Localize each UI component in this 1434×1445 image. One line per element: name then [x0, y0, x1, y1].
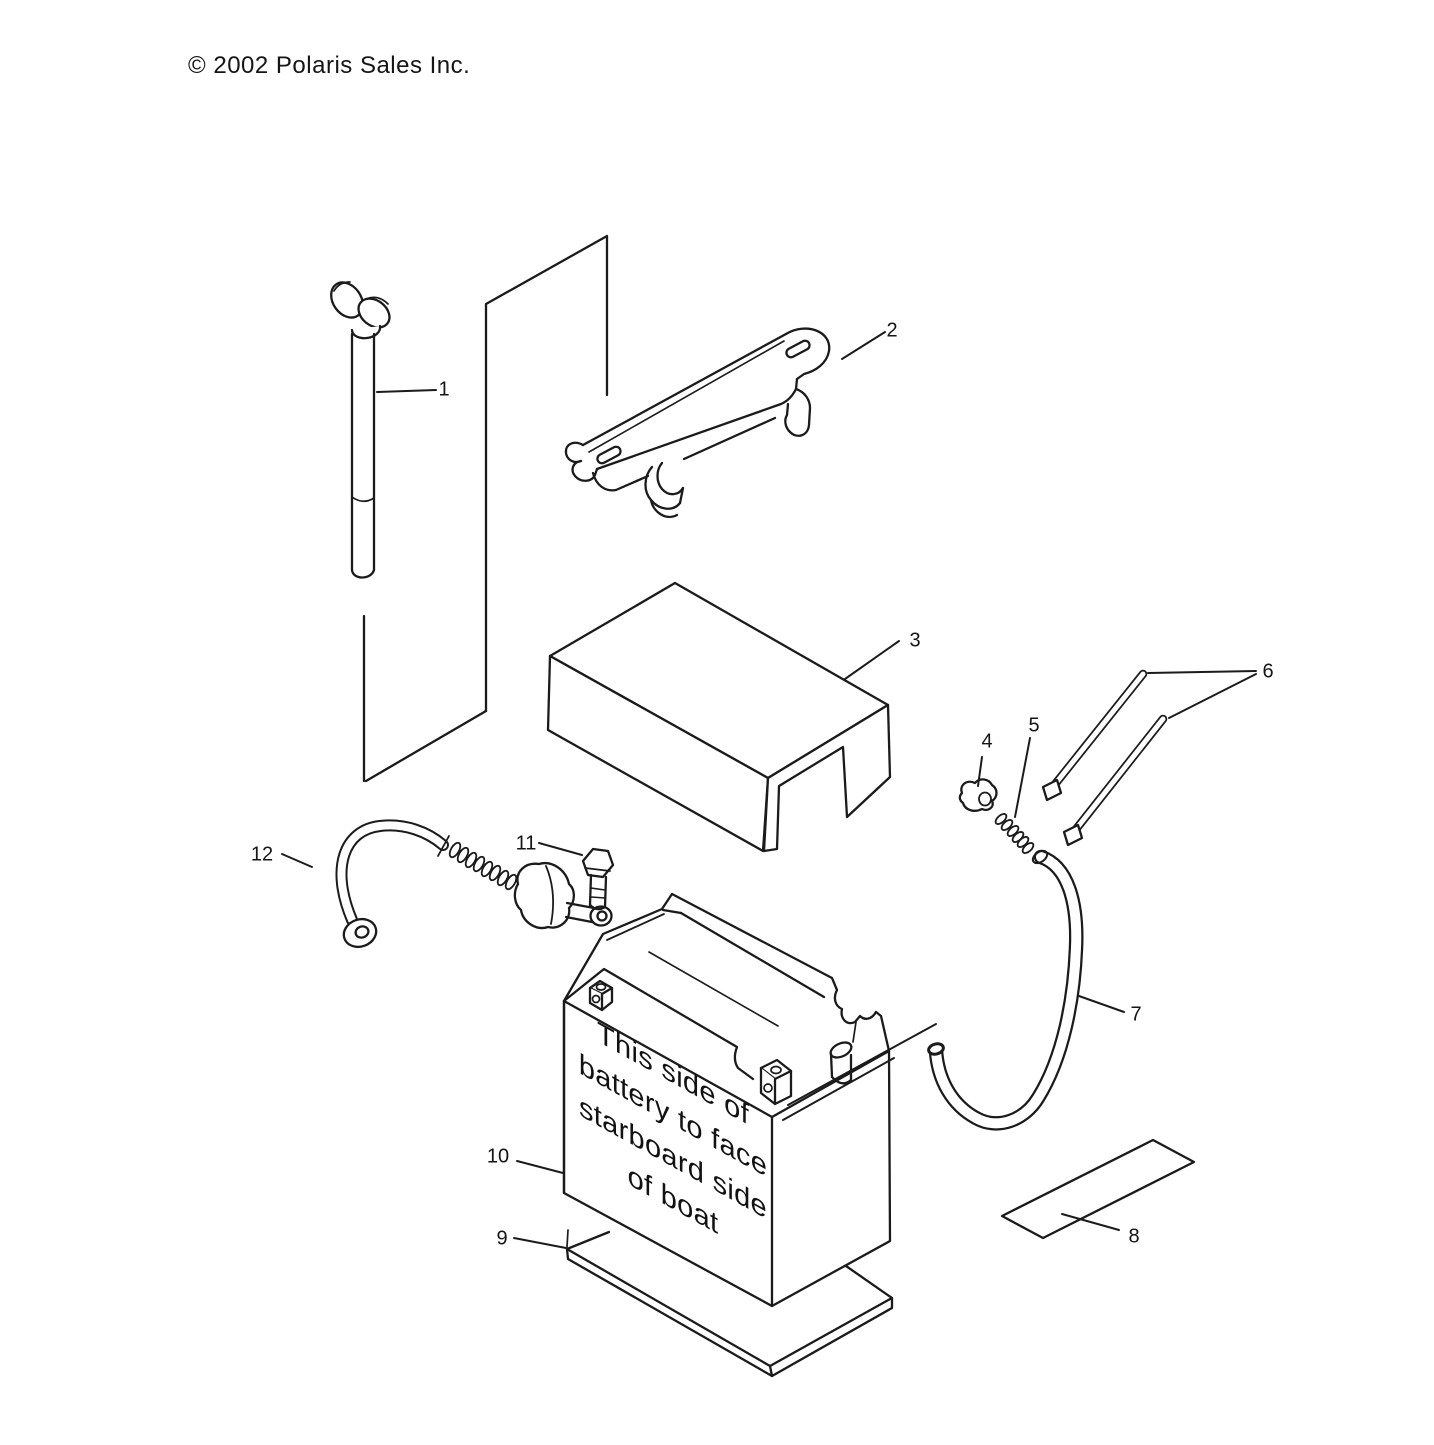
callout-label-2: 2 [886, 319, 898, 342]
callout-label-7: 7 [1130, 1003, 1142, 1026]
callout-label-8: 8 [1128, 1225, 1140, 1248]
hold-down-bracket [564, 327, 831, 519]
hold-down-bolts [1041, 669, 1168, 847]
battery [562, 892, 892, 1308]
terminal-bolt [581, 847, 615, 911]
leader-lines [281, 331, 1257, 1249]
battery-tray-pad [565, 1229, 894, 1378]
copyright-notice: © 2002 Polaris Sales Inc. [188, 52, 471, 79]
callout-label-10: 10 [486, 1145, 510, 1168]
backing-panel [362, 234, 609, 783]
vent-tube [782, 849, 1084, 1131]
terminal-screw [994, 813, 1035, 854]
callout-label-11: 11 [515, 832, 537, 855]
wing-nut [958, 778, 998, 812]
hold-down-rod [330, 281, 391, 579]
callout-label-5: 5 [1028, 714, 1040, 737]
callout-label-3: 3 [909, 629, 921, 652]
battery-cable [335, 819, 613, 949]
callout-label-12: 12 [250, 843, 274, 866]
battery-cover [546, 581, 892, 853]
callout-label-6: 6 [1262, 660, 1274, 683]
callout-label-4: 4 [981, 730, 993, 753]
foam-pad-plate [1000, 1138, 1196, 1240]
callout-label-9: 9 [496, 1227, 508, 1250]
callout-label-1: 1 [438, 378, 450, 401]
